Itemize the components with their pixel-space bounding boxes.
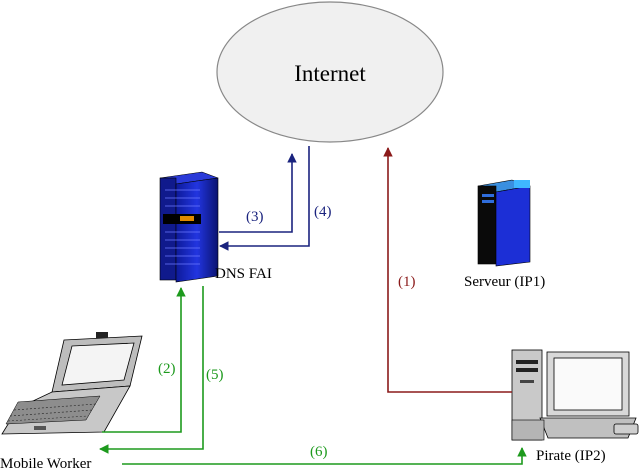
arrow-step-1 [383,147,512,393]
dns-label: DNS FAI [215,266,272,282]
pirate-computer-icon [511,349,639,441]
web-server-icon [477,179,531,267]
step-1-label: (1) [398,274,416,290]
arrow-step-3 [219,153,297,233]
arrow-step-6 [122,447,527,465]
arrow-step-5 [99,286,204,454]
internet-label: Internet [294,61,366,86]
mobile-label: Mobile Worker [0,456,91,469]
server-label: Serveur (IP1) [464,274,545,290]
dns-server-icon [159,171,219,283]
step-4-label: (4) [314,204,332,220]
pirate-label: Pirate (IP2) [536,448,606,464]
step-5-label: (5) [206,367,224,383]
arrow-step-2 [102,287,186,433]
step-6-label: (6) [310,444,328,460]
step-3-label: (3) [246,209,264,225]
internet-ellipse [216,1,444,143]
arrow-step-4 [219,146,310,251]
step-2-label: (2) [158,361,176,377]
laptop-icon [1,332,143,435]
